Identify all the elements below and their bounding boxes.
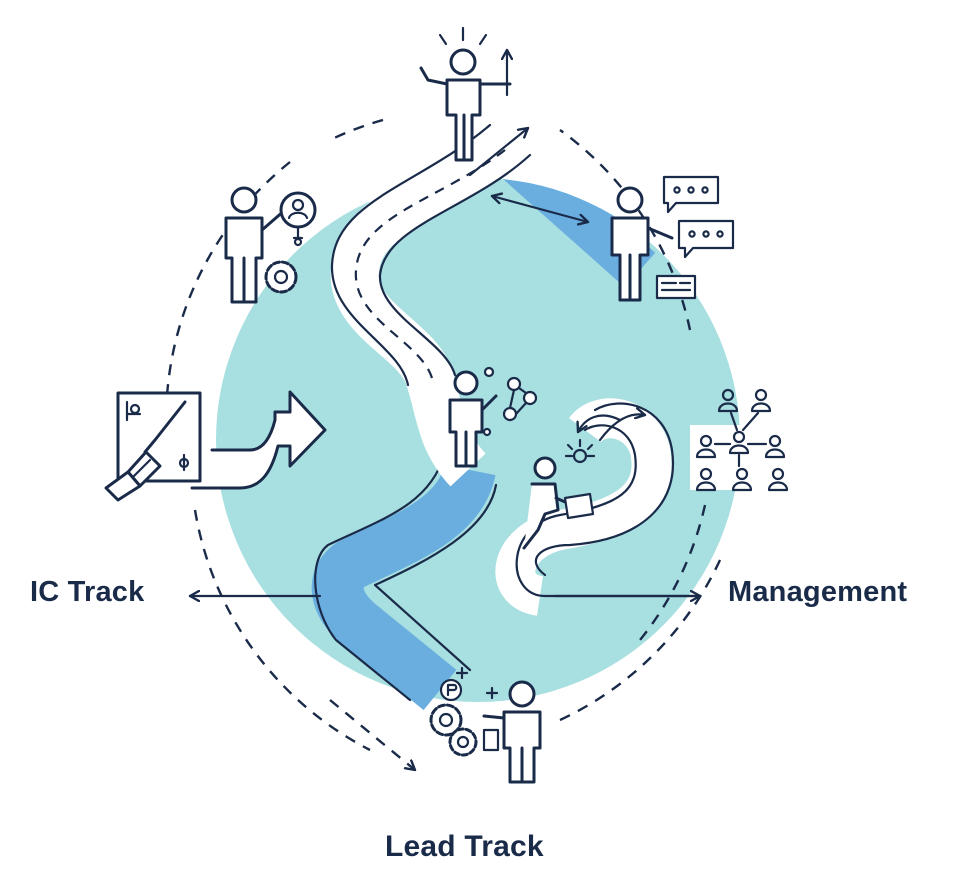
- curl-arrow-b: [598, 414, 645, 442]
- white-road-center-dash: [354, 149, 506, 379]
- blue-path-lower: [311, 463, 496, 711]
- gear-icon: [264, 260, 298, 294]
- person-with-gears-icon: [429, 666, 542, 784]
- id-card-icon: [655, 274, 697, 300]
- person-chat-bubbles-icon: [610, 186, 674, 302]
- dashed-ring: [164, 118, 722, 752]
- curved-arrow-icon: [190, 390, 327, 490]
- ic-track-label: IC Track: [30, 576, 145, 608]
- double-arrow: [492, 196, 588, 222]
- person-sitting-idea-icon: [522, 438, 596, 550]
- person-pointing-up-icon: [419, 26, 510, 162]
- team-hierarchy-icon: [695, 388, 789, 492]
- blue-path-edges: [314, 453, 498, 702]
- curl-arrow-a: [578, 414, 622, 432]
- white-road-edges: [330, 123, 532, 387]
- person-network-icon: [448, 366, 538, 468]
- person-with-profile-badge-icon: [224, 186, 317, 304]
- road-top-arrow: [468, 128, 528, 177]
- lead-track-label: Lead Track: [385, 830, 544, 863]
- drafting-blueprint-icon: [104, 391, 202, 502]
- dashed-ring-arrow: [329, 699, 415, 770]
- management-label: Management: [728, 576, 908, 608]
- chat-bubble-icon: [662, 175, 735, 259]
